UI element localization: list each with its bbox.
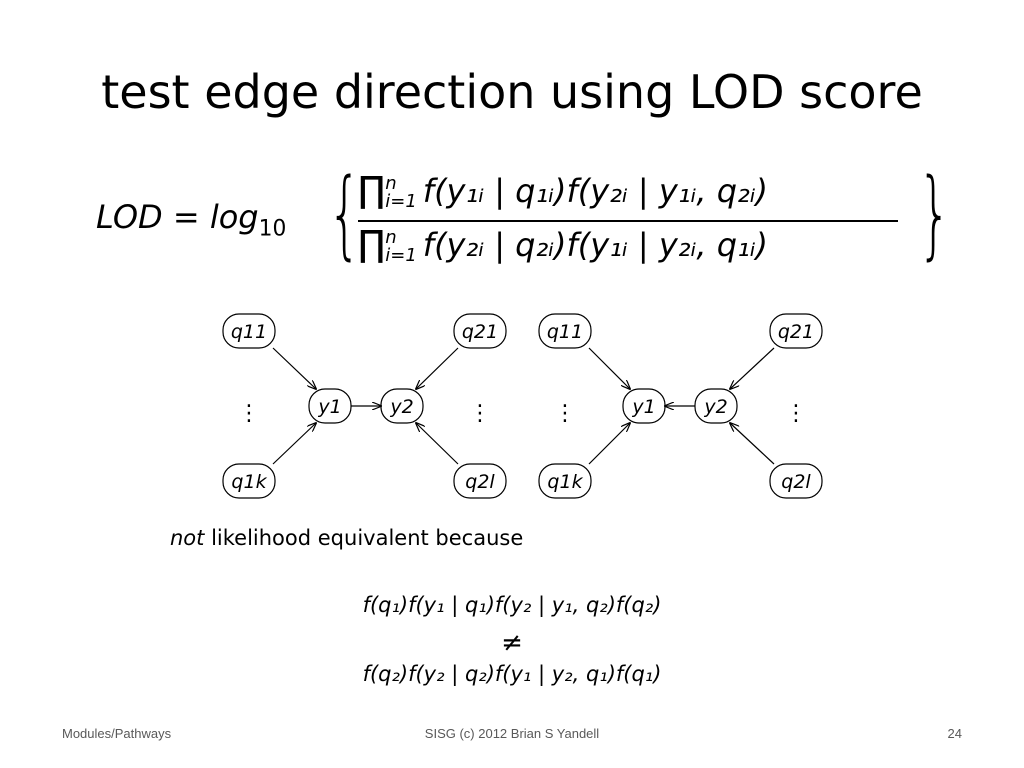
edge-q2l-y2-right <box>730 423 775 465</box>
not-equal-sign: ≠ <box>501 628 523 658</box>
left-brace: { <box>327 158 362 270</box>
node-q11-right-label: q11 <box>547 321 583 343</box>
node-q21-right-label: q21 <box>778 321 814 343</box>
node-y1-left-label: y1 <box>317 396 341 418</box>
node-q1k-right: q1k <box>538 463 592 499</box>
node-y1-left: y1 <box>308 388 352 424</box>
node-y2-right: y2 <box>694 388 738 424</box>
product-upper-top: n <box>385 173 397 194</box>
product-symbol-top: ∏ <box>358 170 386 211</box>
equation-bottom: f(q₂)f(y₂ | q₂)f(y₁ | y₂, q₁)f(q₁) <box>362 662 662 686</box>
diagram-left: q11 q1k q21 q2l y1 y2 ⋮ ⋮ <box>222 313 507 499</box>
numerator-text: f(y₁ᵢ | q₁ᵢ)f(y₂ᵢ | y₁ᵢ, q₂ᵢ) <box>422 172 769 210</box>
vdots-right-q1: ⋮ <box>554 401 576 426</box>
node-q21-left-label: q21 <box>462 321 498 343</box>
formula-lhs-text: LOD = log <box>96 198 259 236</box>
formula-log-base: 10 <box>258 216 287 242</box>
slide-title: test edge direction using LOD score <box>101 65 923 119</box>
node-q21-left: q21 <box>453 313 507 349</box>
right-brace: } <box>917 158 952 270</box>
page-number: 24 <box>947 726 962 741</box>
edge-q11-y1-left <box>272 347 316 389</box>
node-q1k-left-label: q1k <box>231 471 267 493</box>
edge-q21-y2-right <box>730 347 775 389</box>
product-lower-bottom: i=1 <box>385 245 417 266</box>
edge-q21-y2-left <box>416 347 459 389</box>
node-q11-right: q11 <box>538 313 592 349</box>
caption-emphasis: not <box>170 526 205 550</box>
node-y1-right: y1 <box>622 388 666 424</box>
node-q1k-right-label: q1k <box>547 471 583 493</box>
node-q1k-left: q1k <box>222 463 276 499</box>
product-lower-top: i=1 <box>385 191 417 212</box>
formula-lhs: LOD = log10 <box>96 198 286 240</box>
vdots-left-q2: ⋮ <box>469 401 491 426</box>
caption-text: likelihood equivalent because <box>204 526 524 550</box>
node-q2l-right-label: q2l <box>781 471 811 493</box>
node-q21-right: q21 <box>769 313 823 349</box>
edge-q1k-y1-left <box>272 423 316 465</box>
edge-q11-y1-right <box>588 347 630 389</box>
node-q2l-left-label: q2l <box>465 471 495 493</box>
node-q2l-left: q2l <box>453 463 507 499</box>
node-y2-left-label: y2 <box>389 396 413 418</box>
edge-q1k-y1-right <box>588 423 630 465</box>
node-q11-left-label: q11 <box>231 321 267 343</box>
node-q2l-right: q2l <box>769 463 823 499</box>
vdots-right-q2: ⋮ <box>785 401 807 426</box>
vdots-left-q1: ⋮ <box>238 401 260 426</box>
edge-q2l-y2-left <box>416 423 459 465</box>
caption: not likelihood equivalent because <box>170 526 523 550</box>
product-upper-bottom: n <box>385 227 397 248</box>
node-q11-left: q11 <box>222 313 276 349</box>
fraction-bar <box>358 220 898 222</box>
node-y2-left: y2 <box>380 388 424 424</box>
footer-center: SISG (c) 2012 Brian S Yandell <box>424 726 600 741</box>
diagram-right: q11 q1k q21 q2l y1 y2 ⋮ ⋮ <box>538 313 823 499</box>
node-y2-right-label: y2 <box>703 396 727 418</box>
product-symbol-bottom: ∏ <box>358 224 386 265</box>
equation-top: f(q₁)f(y₁ | q₁)f(y₂ | y₁, q₂)f(q₂) <box>362 593 662 617</box>
denominator-text: f(y₂ᵢ | q₂ᵢ)f(y₁ᵢ | y₂ᵢ, q₁ᵢ) <box>422 226 769 264</box>
footer-left: Modules/Pathways <box>62 726 172 741</box>
node-y1-right-label: y1 <box>631 396 655 418</box>
